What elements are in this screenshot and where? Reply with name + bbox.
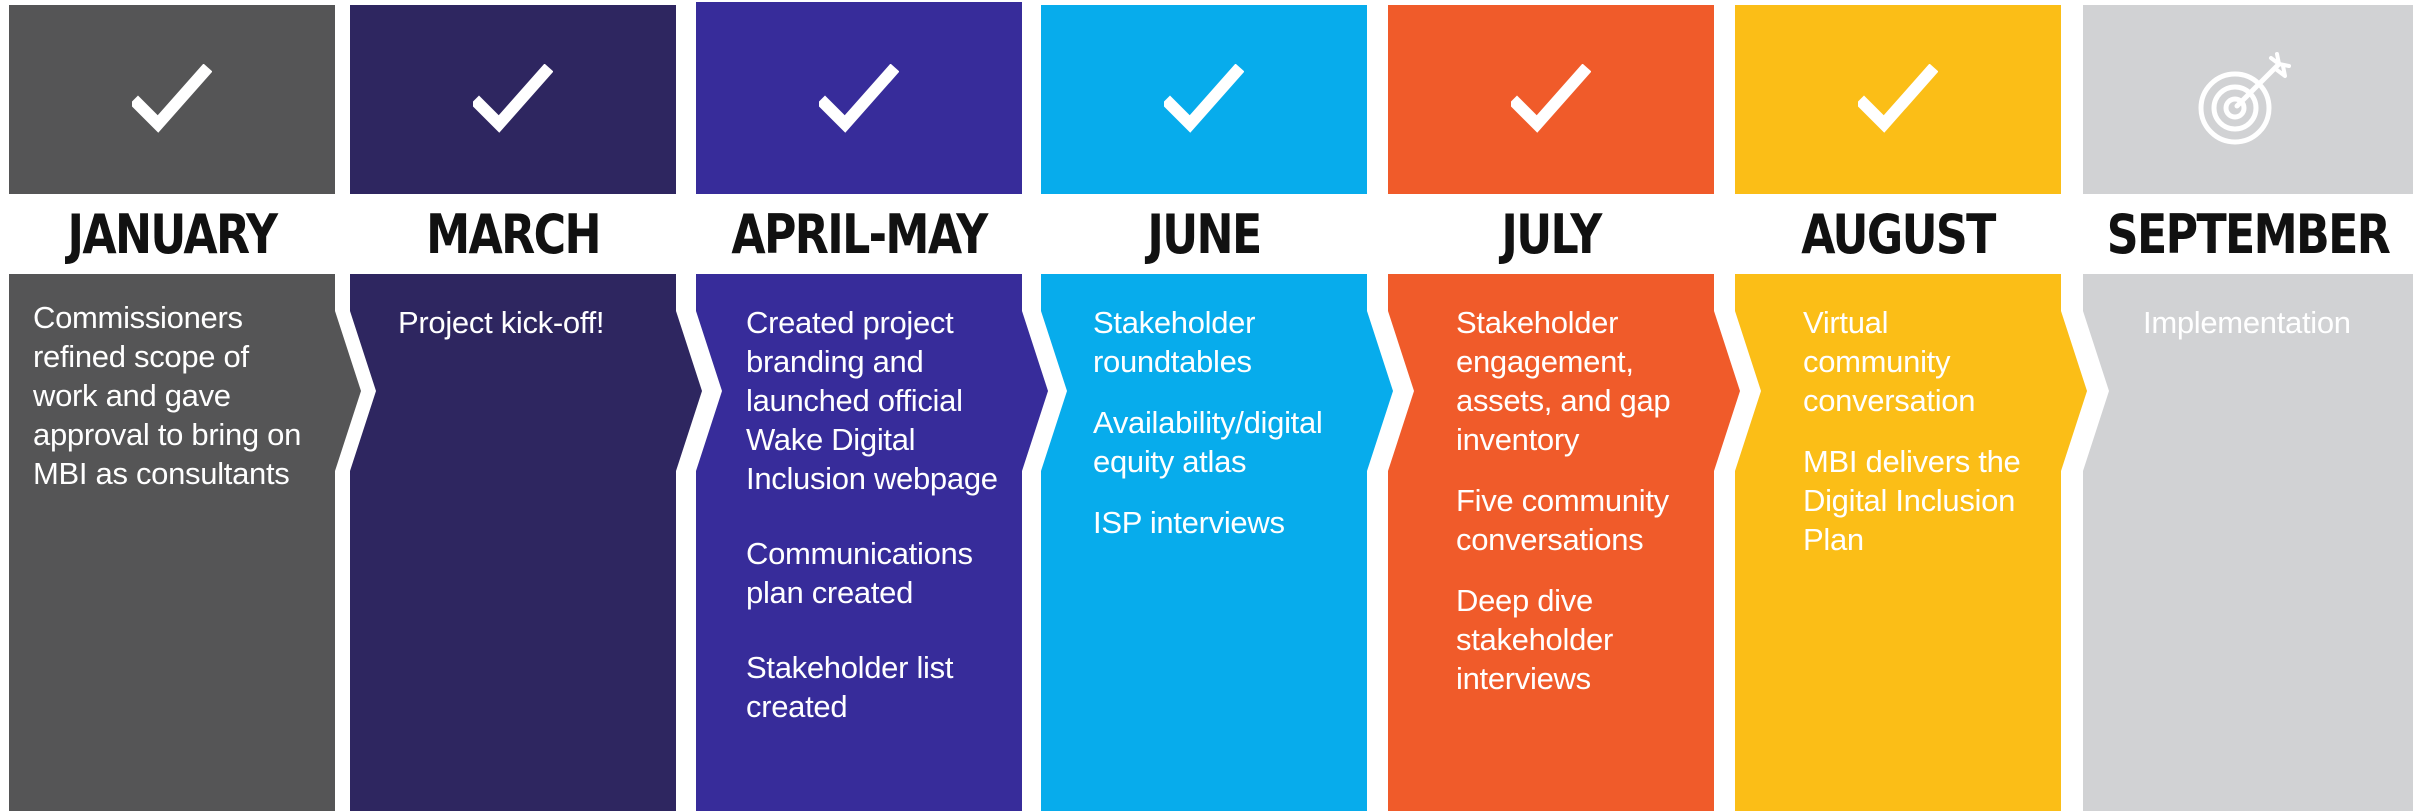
item-list: Created project branding and launched of… xyxy=(746,303,1008,746)
check-icon xyxy=(696,5,1022,194)
column-body xyxy=(1041,274,1367,811)
list-item: Stakeholder engagement, assets, and gap … xyxy=(1456,305,1671,457)
status-header xyxy=(696,2,1022,194)
column-body xyxy=(2083,274,2413,811)
item-list: Stakeholder roundtables Availability/dig… xyxy=(1093,303,1363,562)
list-item: Communications plan created xyxy=(746,536,973,610)
list-item: Commissioners refined scope of work and … xyxy=(33,300,302,491)
item-list: Implementation xyxy=(2143,303,2393,362)
column-body xyxy=(696,274,1022,811)
check-icon xyxy=(1388,5,1714,194)
item-list: Stakeholder engagement, assets, and gap … xyxy=(1456,303,1706,718)
month-label: AUGUST xyxy=(1801,202,1996,266)
timeline-column-september: SEPTEMBER Implementation xyxy=(2083,0,2413,811)
list-item: Project kick-off! xyxy=(398,305,605,340)
check-icon xyxy=(1041,5,1367,194)
list-item: Availability/digital equity atlas xyxy=(1093,405,1323,479)
list-item: Created project branding and launched of… xyxy=(746,305,998,496)
item-list: Virtual community conversation MBI deliv… xyxy=(1803,303,2043,579)
month-label: JULY xyxy=(1501,202,1602,266)
list-item: Deep dive stakeholder interviews xyxy=(1456,583,1613,696)
list-item: Implementation xyxy=(2143,305,2351,340)
timeline-column-june: JUNE Stakeholder roundtables Availabilit… xyxy=(1041,0,1393,811)
timeline-column-july: JULY Stakeholder engagement, assets, and… xyxy=(1388,0,1740,811)
column-body xyxy=(1735,274,2061,811)
list-item: ISP interviews xyxy=(1093,505,1285,540)
timeline-column-march: MARCH Project kick-off! xyxy=(350,0,702,811)
list-item: Five community conversations xyxy=(1456,483,1669,557)
month-label: SEPTEMBER xyxy=(2106,202,2391,266)
month-label: JANUARY xyxy=(67,202,279,266)
list-item: Stakeholder roundtables xyxy=(1093,305,1256,379)
timeline-column-january: JANUARY Commissioners refined scope of w… xyxy=(9,0,361,811)
check-icon xyxy=(9,5,335,194)
list-item: MBI delivers the Digital Inclusion Plan xyxy=(1803,444,2021,557)
status-header xyxy=(2083,5,2413,194)
month-label: JUNE xyxy=(1147,202,1262,266)
month-label: MARCH xyxy=(426,202,601,266)
timeline-column-april-may: APRIL-MAY Created project branding and l… xyxy=(696,0,1048,811)
check-icon xyxy=(1735,5,2061,194)
column-body xyxy=(9,274,335,811)
column-body xyxy=(1388,274,1714,811)
timeline-column-august: AUGUST Virtual community conversation MB… xyxy=(1735,0,2087,811)
item-list: Project kick-off! xyxy=(398,303,698,362)
item-list: Commissioners refined scope of work and … xyxy=(33,298,333,513)
target-icon xyxy=(2083,5,2413,194)
list-item: Stakeholder list created xyxy=(746,650,954,724)
month-label: APRIL-MAY xyxy=(731,202,988,266)
check-icon xyxy=(350,5,676,194)
column-body xyxy=(350,274,676,811)
list-item: Virtual community conversation xyxy=(1803,305,1976,418)
